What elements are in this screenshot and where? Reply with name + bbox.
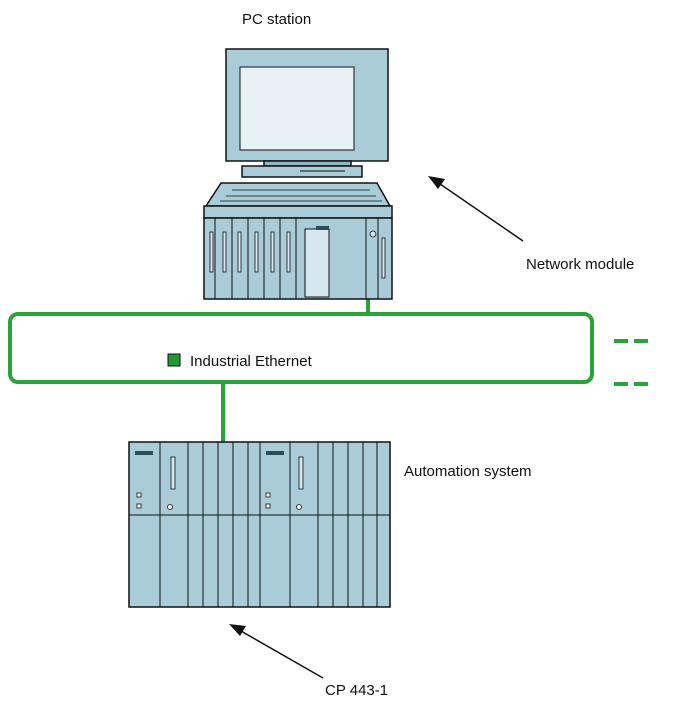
cp-443-label: CP 443-1 [325, 682, 388, 699]
network-module-label: Network module [526, 256, 634, 273]
network-module-rack [203, 217, 393, 300]
bus-continuation-dashes [614, 339, 648, 386]
ethernet-legend-square [167, 353, 181, 367]
automation-system-rack [128, 441, 391, 608]
monitor-screen [239, 66, 355, 151]
ethernet-label: Industrial Ethernet [190, 353, 313, 370]
network-module-arrow [428, 176, 524, 242]
pc-station [203, 48, 393, 300]
automation-system-label: Automation system [404, 463, 532, 480]
cp-443-arrow [229, 624, 324, 679]
industrial-ethernet-bus [8, 312, 594, 384]
pc-station-label: PC station [242, 11, 311, 28]
